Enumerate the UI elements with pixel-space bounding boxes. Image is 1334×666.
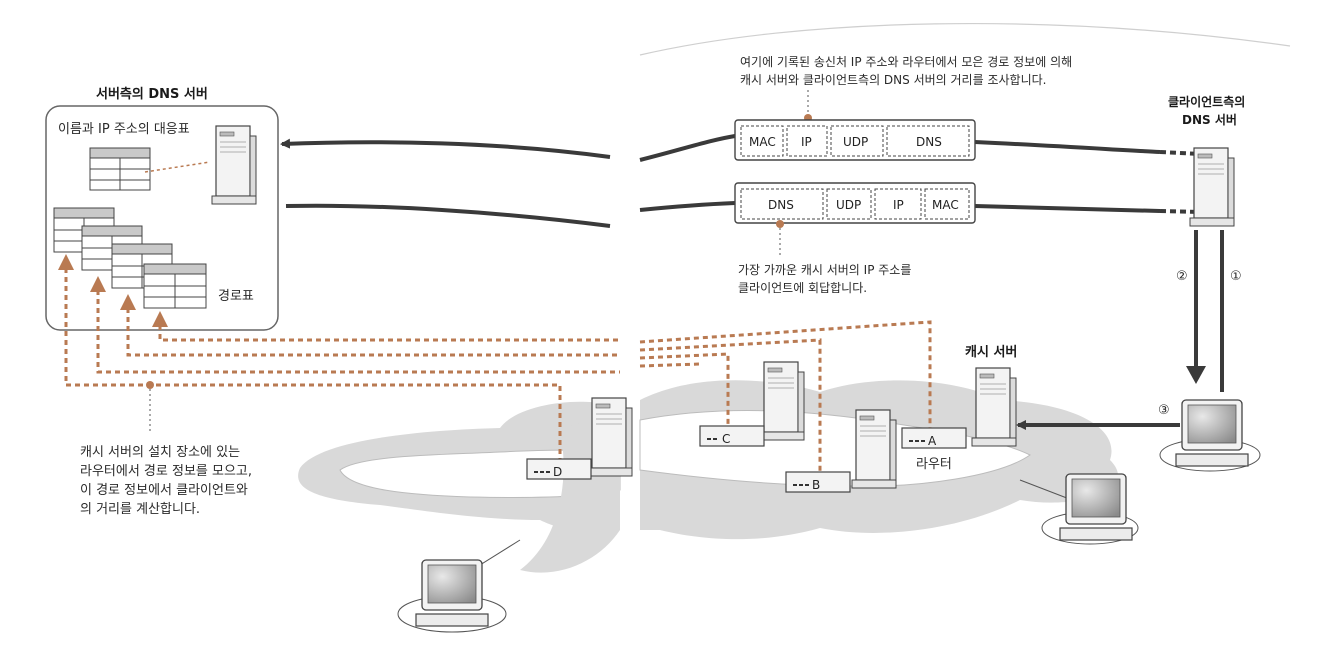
network-cloud-left bbox=[298, 401, 621, 573]
mapping-table-label: 이름과 IP 주소의 대응표 bbox=[58, 122, 190, 137]
step2-label: ② bbox=[1176, 269, 1188, 284]
request-packet: MAC IP UDP DNS bbox=[639, 119, 1201, 162]
svg-text:IP: IP bbox=[893, 198, 904, 212]
note-pin-left bbox=[146, 381, 154, 389]
mapping-link bbox=[144, 161, 211, 173]
svg-text:A: A bbox=[928, 434, 937, 448]
svg-text:클라이언트에 회답합니다.: 클라이언트에 회답합니다. bbox=[738, 281, 867, 295]
route-collection-lines-left bbox=[64, 268, 620, 460]
response-line-left bbox=[285, 203, 611, 228]
svg-text:클라이언트측의: 클라이언트측의 bbox=[1168, 94, 1245, 109]
routing-tables bbox=[53, 207, 207, 309]
svg-text:가장 가까운 캐시 서버의 IP 주소를: 가장 가까운 캐시 서버의 IP 주소를 bbox=[738, 263, 911, 277]
router-a: A bbox=[901, 427, 967, 449]
step1-label: ① bbox=[1230, 269, 1242, 284]
svg-text:C: C bbox=[722, 432, 730, 446]
client-dns-label: 클라이언트측의 DNS 서버 bbox=[1168, 94, 1245, 127]
client-pc bbox=[1175, 399, 1249, 467]
cache-server-c bbox=[759, 361, 805, 441]
svg-text:D: D bbox=[553, 465, 562, 479]
cache-server-label: 캐시 서버 bbox=[965, 344, 1017, 360]
client-pc-2 bbox=[1059, 473, 1133, 541]
svg-text:IP: IP bbox=[801, 135, 812, 149]
svg-text:DNS: DNS bbox=[768, 198, 794, 212]
svg-text:캐시 서버와 클라이언트측의 DNS 서버의 거리를 조사합: 캐시 서버와 클라이언트측의 DNS 서버의 거리를 조사합니다. bbox=[740, 73, 1046, 87]
step3-label: ③ bbox=[1158, 403, 1170, 418]
left-note: 캐시 서버의 설치 장소에 있는 라우터에서 경로 정보를 모으고, 이 경로 … bbox=[80, 445, 252, 517]
top-note: 여기에 기록된 송신처 IP 주소와 라우터에서 모은 경로 정보에 의해 캐시… bbox=[740, 55, 1072, 87]
server-dns-title: 서버측의 DNS 서버 bbox=[96, 86, 208, 102]
client-dns-server bbox=[1189, 147, 1235, 227]
svg-text:MAC: MAC bbox=[932, 198, 959, 212]
route-arrowheads-left bbox=[58, 254, 168, 327]
svg-text:MAC: MAC bbox=[749, 135, 776, 149]
bottom-note: 가장 가까운 캐시 서버의 IP 주소를 클라이언트에 회답합니다. bbox=[738, 263, 911, 295]
svg-text:캐시 서버의 설치 장소에 있는: 캐시 서버의 설치 장소에 있는 bbox=[80, 445, 240, 460]
request-arrow-left bbox=[280, 138, 611, 159]
left-client-pc bbox=[415, 559, 489, 627]
svg-text:이 경로 정보에서 클라이언트와: 이 경로 정보에서 클라이언트와 bbox=[80, 483, 248, 498]
mapping-table bbox=[89, 147, 151, 191]
routing-table-label: 경로표 bbox=[218, 289, 254, 304]
step2-arrowhead bbox=[1186, 366, 1206, 384]
router-c: C bbox=[699, 425, 765, 447]
server-dns-server bbox=[211, 125, 257, 205]
route-collection-lines-right bbox=[639, 320, 932, 472]
router-d: D bbox=[526, 458, 592, 480]
svg-text:DNS 서버: DNS 서버 bbox=[1182, 112, 1237, 127]
svg-text:UDP: UDP bbox=[843, 135, 868, 149]
svg-text:라우터에서 경로 정보를 모으고,: 라우터에서 경로 정보를 모으고, bbox=[80, 464, 252, 479]
router-label: 라우터 bbox=[916, 457, 952, 472]
cache-server-b bbox=[851, 409, 897, 489]
svg-text:B: B bbox=[812, 478, 820, 492]
router-b: B bbox=[785, 471, 851, 493]
svg-text:DNS: DNS bbox=[916, 135, 942, 149]
svg-text:여기에 기록된 송신처 IP 주소와 라우터에서 모은 경로: 여기에 기록된 송신처 IP 주소와 라우터에서 모은 경로 정보에 의해 bbox=[740, 55, 1072, 69]
response-packet: DNS UDP IP MAC bbox=[639, 182, 1201, 224]
page-curve bbox=[639, 23, 1291, 56]
left-server bbox=[587, 397, 633, 477]
bottom-note-pin bbox=[776, 220, 784, 228]
svg-text:UDP: UDP bbox=[836, 198, 861, 212]
cache-server-a bbox=[971, 367, 1017, 447]
svg-text:의 거리를 계산합니다.: 의 거리를 계산합니다. bbox=[80, 502, 200, 517]
